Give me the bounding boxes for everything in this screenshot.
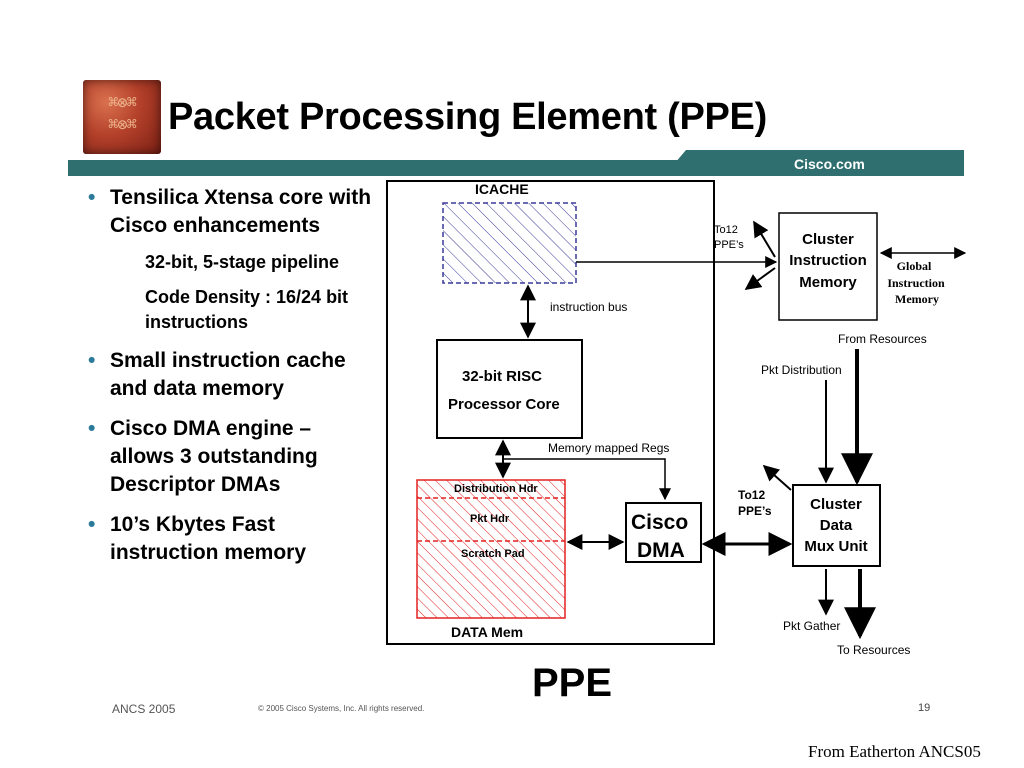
cdm-label-line1: Cluster (810, 496, 862, 513)
cdm-label-line3: Mux Unit (804, 538, 867, 555)
bullet-list: • Tensilica Xtensa core with Cisco enhan… (88, 184, 378, 579)
global-label-line3: Memory (895, 292, 939, 306)
cisco-logo: ⌘⊗⌘⌘⊗⌘ (83, 80, 161, 154)
bullet-dot-icon: • (88, 513, 96, 536)
risc-core-label-line1: 32-bit RISC (462, 368, 542, 385)
cluster-data-mux-box (792, 484, 881, 567)
bullet-dot-icon: • (88, 186, 96, 209)
footer-page-number: 19 (918, 702, 931, 714)
cisco-dma-box (625, 502, 702, 563)
bullet-item: • Small instruction cache and data memor… (88, 347, 378, 403)
dist-hdr-label: Distribution Hdr (454, 483, 538, 495)
footer-conference: ANCS 2005 (112, 702, 176, 716)
risc-core-label-line2: Processor Core (448, 396, 560, 413)
icache-label: ICACHE (475, 181, 529, 197)
cisco-dma-label-line2: DMA (637, 539, 685, 562)
to12-mid-label-line2: PPE’s (738, 504, 772, 518)
from-resources-label: From Resources (838, 332, 927, 346)
global-label-line2: Instruction (887, 276, 945, 290)
cisco-dma-label-line1: Cisco (631, 511, 688, 534)
cdm-label-line2: Data (820, 517, 853, 534)
to-resources-label: To Resources (837, 643, 910, 657)
icache-block (442, 202, 577, 284)
to12-top-arrow-up (753, 220, 776, 258)
bullet-item: • Cisco DMA engine – allows 3 outstandin… (88, 415, 378, 499)
header-bar (68, 150, 964, 176)
bullet-item: • 10’s Kbytes Fast instruction memory (88, 511, 378, 567)
bullet-dot-icon: • (88, 349, 96, 372)
sub-bullet-item: 32-bit, 5-stage pipeline (145, 252, 340, 272)
footer-copyright: © 2005 Cisco Systems, Inc. All rights re… (258, 704, 425, 713)
to12-mid-label-line1: To12 (738, 488, 765, 502)
bullet-text: Cisco DMA engine – allows 3 outstanding … (110, 417, 318, 496)
pkt-distribution-label: Pkt Distribution (761, 363, 842, 377)
to12-top-arrow-down (744, 267, 776, 290)
cluster-instruction-memory-box (778, 212, 878, 321)
memory-mapped-regs-arrow (503, 458, 671, 501)
slide-title: Packet Processing Element (PPE) (168, 96, 767, 138)
scratch-pad-label: Scratch Pad (461, 548, 525, 560)
bullet-text: 10’s Kbytes Fast instruction memory (110, 513, 307, 564)
ppe-boundary-box (386, 180, 715, 645)
to12-top-label-line1: To12 (714, 224, 738, 236)
sub-bullet-item: Code Density : 16/24 bit instructions (145, 287, 349, 332)
source-credit: From Eatherton ANCS05 (808, 742, 981, 761)
pkt-hdr-label: Pkt Hdr (470, 513, 510, 525)
bullet-text: Small instruction cache and data memory (110, 349, 346, 400)
data-mem-block (416, 479, 566, 619)
header-site-label: Cisco.com (794, 156, 865, 172)
logo-pattern: ⌘⊗⌘⌘⊗⌘ (108, 93, 137, 135)
to12-top-label-line2: PPE’s (714, 239, 744, 251)
pkt-gather-label: Pkt Gather (783, 619, 840, 633)
risc-core-box (436, 339, 583, 439)
bullet-text: Tensilica Xtensa core with Cisco enhance… (110, 186, 372, 237)
bullet-item: • Tensilica Xtensa core with Cisco enhan… (88, 184, 378, 240)
cim-label-line1: Cluster (802, 231, 854, 248)
ppe-caption: PPE (532, 661, 612, 705)
memory-mapped-regs-label: Memory mapped Regs (548, 441, 669, 455)
global-label-line1: Global (897, 259, 932, 273)
bullet-dot-icon: • (88, 417, 96, 440)
instruction-bus-label: instruction bus (550, 300, 627, 314)
to12-mid-arrow (762, 464, 792, 491)
data-mem-label: DATA Mem (451, 624, 523, 640)
cim-label-line3: Memory (799, 274, 857, 291)
cim-label-line2: Instruction (789, 252, 867, 269)
